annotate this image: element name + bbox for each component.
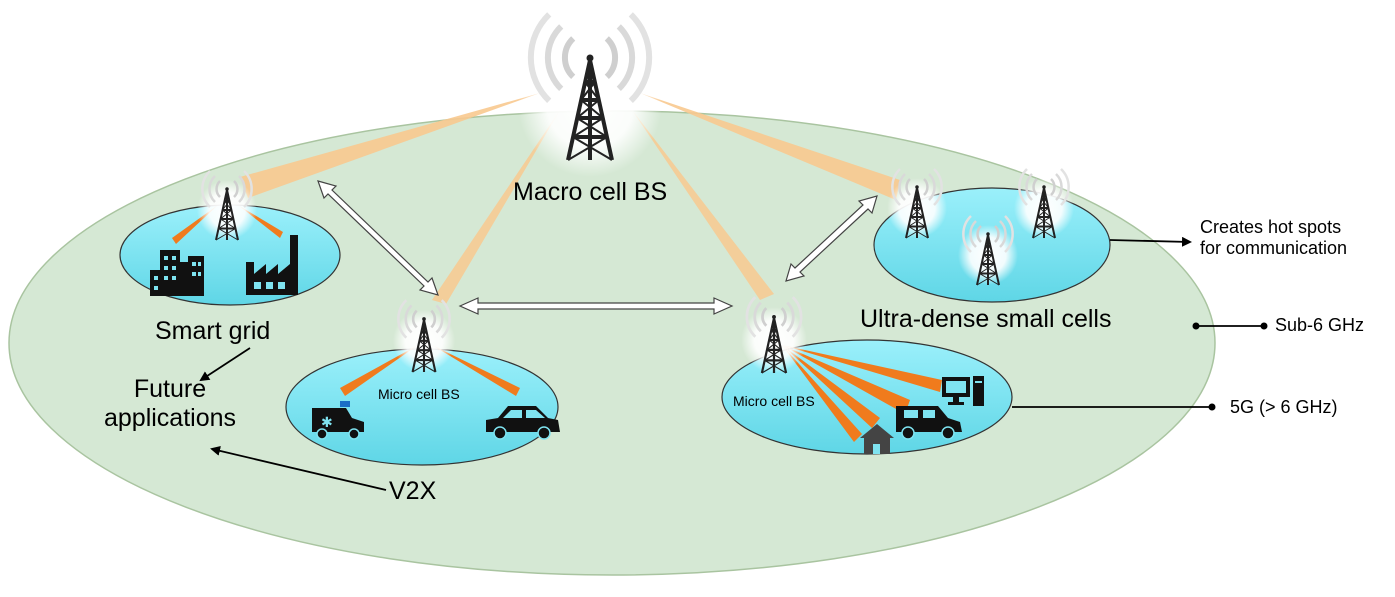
svg-text:✱: ✱ [321,415,333,431]
small-cell-tower-1 [887,167,947,239]
pointer-lines [199,236,1262,491]
house-icon [860,424,894,454]
computer-icon [942,376,984,406]
macro-bs-label: Macro cell BS [513,178,668,206]
ultra-dense-label: Ultra-dense small cells [860,305,1112,333]
hot-spots-label: Creates hot spots for communication [1200,217,1347,258]
future-applications-label: Future applications [100,375,240,433]
hot-spots-line1: Creates hot spots [1200,217,1342,237]
micro-bs-left-label: Micro cell BS [378,386,460,402]
micro-bs-right-label: Micro cell BS [733,393,815,409]
buildings-icon [150,250,204,296]
macro-bs-tower [518,14,662,177]
link-arrows [317,180,878,315]
hot-spots-line2: for communication [1200,237,1348,258]
camper-van-icon [896,406,962,440]
smart-grid-label: Smart grid [155,317,271,345]
macro-backhaul-beams [240,93,900,304]
small-cell-tower-2 [1014,167,1074,239]
smart-grid-tower [197,169,257,241]
future-applications-line1: Future [133,375,207,403]
micro-bs-left-tower [392,298,456,374]
5g-label: 5G (> 6 GHz) [1230,397,1338,417]
car-icon [486,406,560,440]
future-applications-line2: applications [103,403,237,432]
v2x-label: V2X [389,477,437,505]
small-cell-tower-3 [958,214,1018,286]
pointer-dots [1192,322,1268,411]
sub6-label: Sub-6 GHz [1275,315,1365,335]
micro-bs-right-tower [741,295,807,375]
factory-icon [246,235,298,295]
ambulance-icon: ✱ [312,401,364,440]
